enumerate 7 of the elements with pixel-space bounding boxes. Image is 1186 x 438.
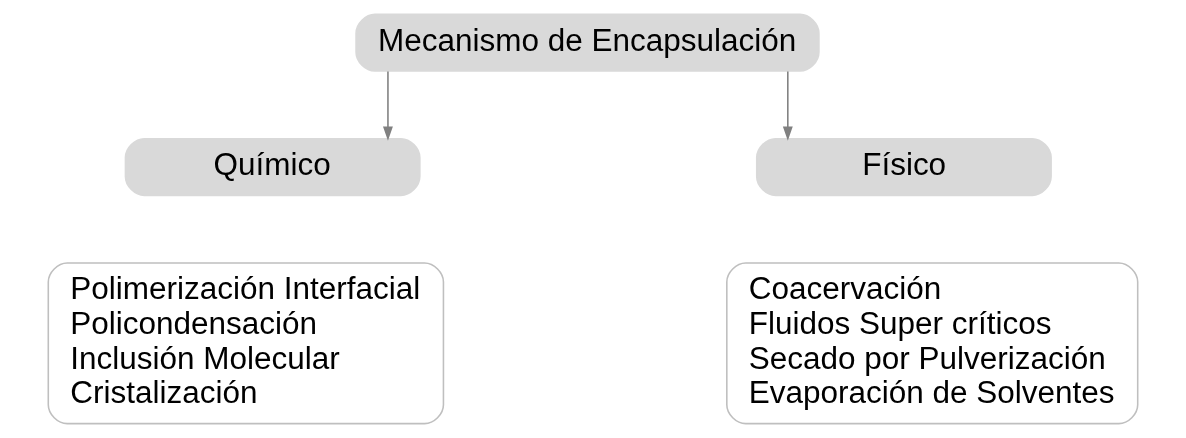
- node-box: Químico: [124, 137, 421, 197]
- arrow: [782, 70, 793, 141]
- node-box: Coacervación Fluidos Super críticos Secado por Pulverización Evaporación de Solventes: [726, 262, 1139, 425]
- arrow: [383, 70, 393, 141]
- node-box: Físico: [755, 137, 1052, 197]
- node-box: Polimerización Interfacial Policondensación Inclusión Molecular Cristalización: [47, 262, 445, 425]
- node-box: Mecanismo de Encapsulación: [355, 13, 820, 72]
